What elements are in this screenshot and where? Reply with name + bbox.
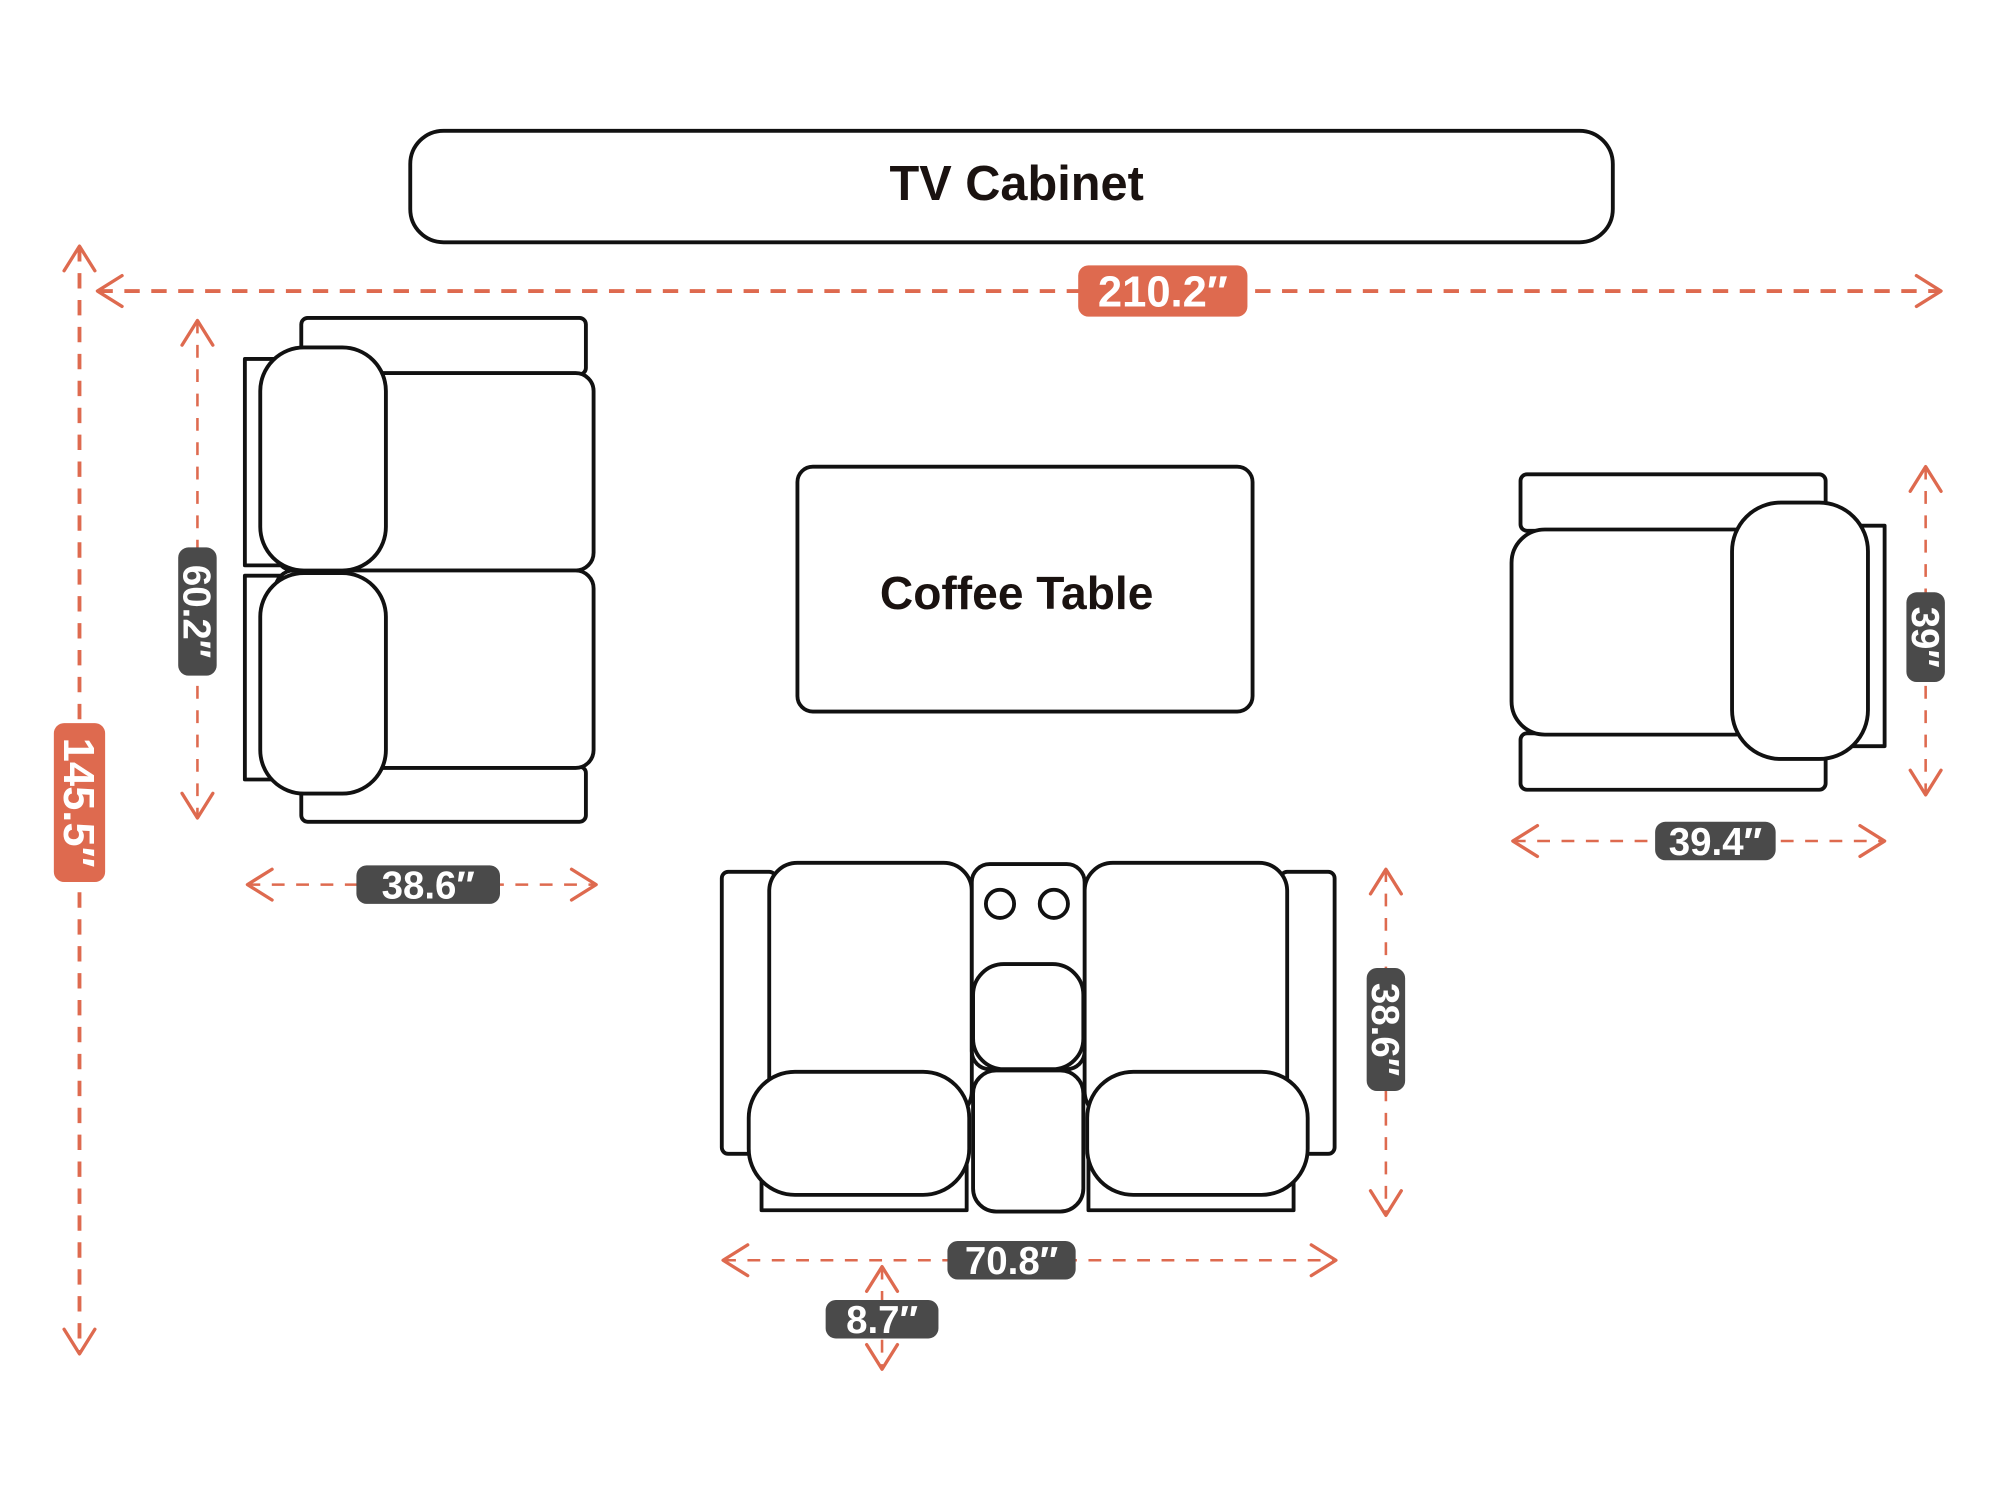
arrow-up-icon	[1908, 465, 1943, 493]
dimension-badge	[178, 547, 217, 676]
dimension-value: 8.7″	[846, 1299, 918, 1342]
console-loveseat-right-cushion	[1085, 1069, 1310, 1197]
dimension-value: 39.4″	[1669, 821, 1762, 864]
left-loveseat-backrest-upper	[258, 345, 388, 573]
console-armrest	[971, 962, 1086, 1072]
recliner-backrest	[1730, 500, 1870, 761]
arrow-left-icon	[1511, 823, 1540, 859]
arrow-right-icon	[569, 867, 598, 902]
dimension-recliner-width: 39″	[1903, 465, 1946, 797]
cup-holder-icon	[983, 887, 1017, 920]
arrow-down-icon	[62, 1327, 97, 1356]
dimension-badge	[356, 865, 500, 904]
arrow-right-icon	[1914, 273, 1943, 309]
arrow-right-icon	[1309, 1243, 1338, 1278]
arrow-down-icon	[1908, 768, 1943, 797]
dimension-gap-to-loveseat: 8.7″	[825, 1265, 939, 1371]
dimension-badge	[1366, 967, 1406, 1092]
dimension-badge	[1655, 821, 1776, 861]
dimension-overall-depth: 145.5″	[53, 244, 106, 1356]
arrow-left-icon	[95, 273, 124, 309]
dimension-console-loveseat-depth: 38.6″	[1363, 867, 1406, 1218]
arrow-up-icon	[865, 1265, 900, 1293]
arrow-down-icon	[865, 1342, 900, 1371]
dimension-value: 70.8″	[965, 1240, 1058, 1283]
dimension-value: 38.6″	[382, 864, 475, 907]
left-loveseat-backrest-lower	[258, 571, 388, 796]
dimension-badge	[1078, 265, 1248, 317]
dimension-annotations: 210.2″ 145.5″ 60.2″ 38.6″ 39″ 39.4″ 70.8″ 38.6″…	[53, 244, 1946, 1371]
dimension-overall-width: 210.2″	[95, 265, 1943, 317]
dimension-badge	[53, 723, 106, 883]
arrow-left-icon	[245, 867, 274, 902]
dimension-value: 38.6″	[1363, 983, 1406, 1076]
recliner-seat	[1509, 527, 1770, 737]
arrow-up-icon	[180, 318, 215, 347]
dimension-recliner-depth: 39.4″	[1511, 821, 1887, 864]
dimension-value: 60.2″	[175, 565, 218, 658]
dimension-badge	[825, 1300, 939, 1339]
right-recliner	[1509, 472, 1887, 792]
arrow-up-icon	[1368, 867, 1403, 896]
dimension-value: 145.5″	[54, 738, 102, 868]
dimension-value: 210.2″	[1098, 269, 1228, 317]
dimension-console-loveseat-width: 70.8″	[721, 1240, 1338, 1283]
arrow-left-icon	[721, 1243, 750, 1278]
console-loveseat	[719, 860, 1337, 1214]
dimension-left-loveseat-depth: 38.6″	[245, 864, 598, 907]
dimension-badge	[947, 1241, 1076, 1280]
coffee-table: Coffee Table	[795, 464, 1255, 714]
tv-cabinet: TV Cabinet	[408, 128, 1615, 245]
tv-cabinet-shape	[408, 128, 1615, 245]
arrow-down-icon	[1368, 1189, 1403, 1218]
coffee-table-shape	[795, 464, 1255, 714]
console-loveseat-left-cushion	[746, 1069, 972, 1197]
coffee-table-label: Coffee Table	[880, 567, 1153, 619]
arrow-right-icon	[1858, 823, 1887, 859]
dimension-left-loveseat-length: 60.2″	[175, 318, 218, 820]
dimension-badge	[1906, 592, 1945, 683]
cup-holder-icon	[1037, 887, 1070, 920]
arrow-down-icon	[180, 791, 215, 820]
left-loveseat	[242, 316, 596, 824]
tv-cabinet-label: TV Cabinet	[889, 157, 1143, 211]
dimension-value: 39″	[1903, 607, 1946, 668]
arrow-up-icon	[62, 244, 97, 273]
console-storage	[971, 1068, 1086, 1214]
